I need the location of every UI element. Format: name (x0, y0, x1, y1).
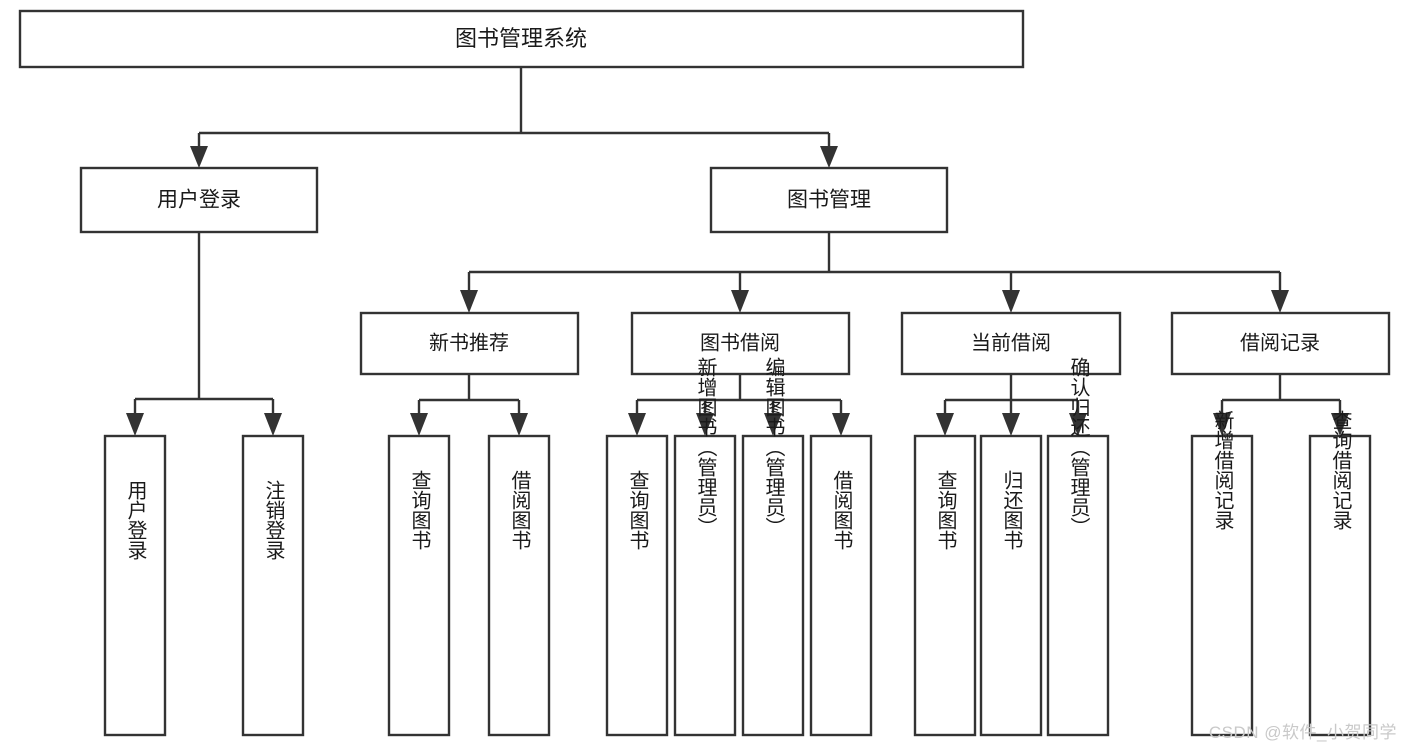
leaf-current-borrow-3-box[interactable] (1046, 434, 1110, 737)
node-book-borrow-label: 图书借阅 (700, 331, 780, 354)
leaf-new-book-2-label: 借阅图书 (508, 470, 531, 550)
leaf-borrow-record-2[interactable]: 查询借阅记录 (1308, 410, 1372, 737)
arrow-head-bookborrow-leaf-3 (764, 413, 782, 436)
leaf-user-login-1[interactable]: 用户登录 (103, 434, 167, 737)
node-borrow-record-label: 借阅记录 (1240, 331, 1320, 354)
leaf-book-borrow-1-box[interactable] (605, 434, 669, 737)
arrow-head-currentborrow-leaf-1 (936, 413, 954, 436)
leaf-book-borrow-3-label: 编辑图书（管理员） (762, 357, 785, 537)
leaf-current-borrow-2[interactable]: 归还图书 (979, 434, 1043, 737)
node-new-book-recommend-box[interactable] (359, 311, 580, 376)
node-book-borrow[interactable]: 图书借阅 (630, 311, 851, 376)
leaf-book-borrow-3[interactable]: 编辑图书（管理员） (741, 357, 805, 737)
leaf-borrow-record-1[interactable]: 新增借阅记录 (1190, 410, 1254, 737)
leaf-current-borrow-1[interactable]: 查询图书 (913, 434, 977, 737)
arrow-head-book-borrow (731, 290, 749, 313)
node-borrow-record-box[interactable] (1170, 311, 1391, 376)
leaf-current-borrow-1-label: 查询图书 (934, 470, 957, 550)
connector-group-current-borrow (936, 374, 1087, 436)
node-current-borrow[interactable]: 当前借阅 (900, 311, 1122, 376)
node-root[interactable]: 图书管理系统 (18, 9, 1025, 69)
leaf-book-borrow-4[interactable]: 借阅图书 (809, 434, 873, 737)
connector-group-book-borrow (628, 374, 850, 436)
leaf-book-borrow-4-label: 借阅图书 (830, 470, 853, 550)
leaf-current-borrow-3-label: 确认归还（管理员） (1067, 357, 1090, 537)
arrow-head-login-leaf-2 (264, 413, 282, 436)
node-user-login-box[interactable] (79, 166, 319, 234)
leaf-new-book-1-box[interactable] (387, 434, 451, 737)
arrow-head-bookborrow-leaf-2 (696, 413, 714, 436)
node-current-borrow-label: 当前借阅 (971, 331, 1051, 354)
node-book-management[interactable]: 图书管理 (709, 166, 949, 234)
node-new-book-recommend[interactable]: 新书推荐 (359, 311, 580, 376)
leaf-book-borrow-3-box[interactable] (741, 434, 805, 737)
leaf-book-borrow-2[interactable]: 新增图书（管理员） (673, 357, 737, 737)
leaf-book-borrow-2-label: 新增图书（管理员） (694, 357, 717, 537)
leaf-user-login-2-box[interactable] (241, 434, 305, 737)
connector-group-user-login (126, 232, 282, 436)
leaf-new-book-1[interactable]: 查询图书 (387, 434, 451, 737)
node-book-borrow-box[interactable] (630, 311, 851, 376)
connector-group-book-mgmt (460, 232, 1289, 313)
leaf-borrow-record-1-box[interactable] (1190, 434, 1254, 737)
leaf-new-book-1-label: 查询图书 (408, 470, 431, 550)
leaf-current-borrow-2-box[interactable] (979, 434, 1043, 737)
watermark-text: CSDN @软件_小贺同学 (1208, 723, 1397, 742)
leaf-borrow-record-2-box[interactable] (1308, 434, 1372, 737)
arrow-head-bookborrow-leaf-1 (628, 413, 646, 436)
leaf-book-borrow-1-label: 查询图书 (626, 470, 649, 550)
arrow-head-new-book (460, 290, 478, 313)
arrow-head-login (190, 146, 208, 168)
node-borrow-record[interactable]: 借阅记录 (1170, 311, 1391, 376)
arrow-head-currentborrow-leaf-3 (1069, 413, 1087, 436)
leaf-book-borrow-4-box[interactable] (809, 434, 873, 737)
leaf-current-borrow-1-box[interactable] (913, 434, 977, 737)
arrow-head-current-borrow (1002, 290, 1020, 313)
leaf-book-borrow-2-box[interactable] (673, 434, 737, 737)
leaf-user-login-1-label: 用户登录 (124, 480, 147, 560)
arrow-head-borrowrecord-leaf-1 (1213, 413, 1231, 436)
node-new-book-recommend-label: 新书推荐 (429, 331, 509, 354)
arrow-head-newbook-leaf-1 (410, 413, 428, 436)
leaf-borrow-record-1-label: 新增借阅记录 (1211, 410, 1234, 530)
connector-group-new-book (410, 374, 528, 436)
node-current-borrow-box[interactable] (900, 311, 1122, 376)
node-user-login-label: 用户登录 (157, 189, 241, 212)
arrow-head-bookborrow-leaf-4 (832, 413, 850, 436)
leaf-new-book-2-box[interactable] (487, 434, 551, 737)
leaf-new-book-2[interactable]: 借阅图书 (487, 434, 551, 737)
connector-group-root (190, 67, 838, 168)
arrow-head-borrowrecord-leaf-2 (1331, 413, 1349, 436)
node-root-box[interactable] (18, 9, 1025, 69)
node-book-management-box[interactable] (709, 166, 949, 234)
arrow-head-login-leaf-1 (126, 413, 144, 436)
leaf-book-borrow-1[interactable]: 查询图书 (605, 434, 669, 737)
node-book-management-label: 图书管理 (787, 189, 871, 212)
leaf-user-login-2[interactable]: 注销登录 (241, 434, 305, 737)
leaf-current-borrow-2-label: 归还图书 (1000, 470, 1023, 550)
node-root-label: 图书管理系统 (455, 26, 587, 51)
leaf-borrow-record-2-label: 查询借阅记录 (1329, 410, 1352, 530)
arrow-head-borrow-record (1271, 290, 1289, 313)
leaf-user-login-2-label: 注销登录 (262, 480, 285, 560)
arrow-head-currentborrow-leaf-2 (1002, 413, 1020, 436)
connector-group-borrow-record (1213, 374, 1349, 436)
arrow-head-newbook-leaf-2 (510, 413, 528, 436)
leaf-current-borrow-3[interactable]: 确认归还（管理员） (1046, 357, 1110, 737)
node-user-login[interactable]: 用户登录 (79, 166, 319, 234)
leaf-user-login-1-box[interactable] (103, 434, 167, 737)
arrow-head-bookmgmt (820, 146, 838, 168)
